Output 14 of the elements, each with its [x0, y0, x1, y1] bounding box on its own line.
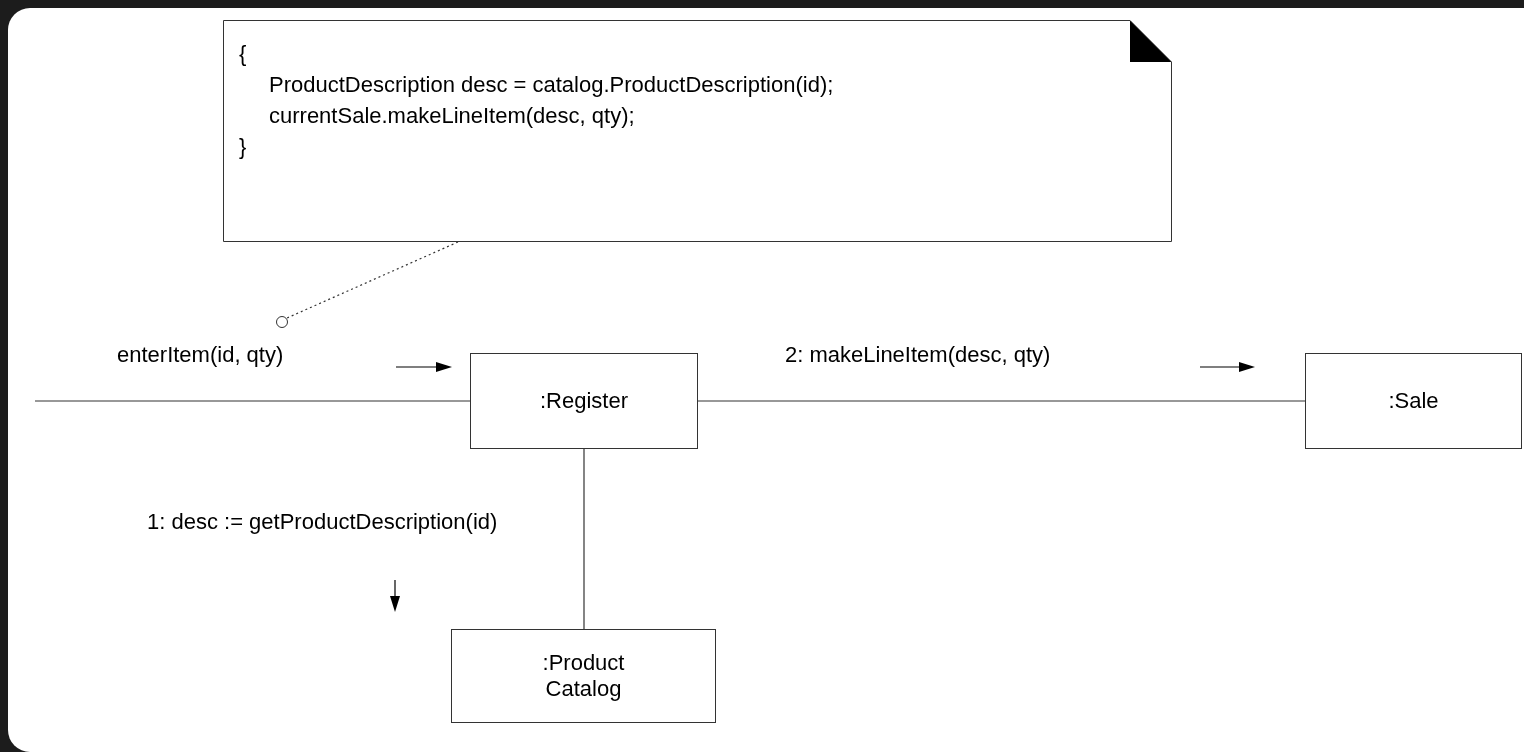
object-box: [451, 629, 716, 723]
dotted-connector: [286, 241, 459, 319]
code-line: ProductDescription desc = catalog.ProductDescription(id);: [269, 71, 834, 99]
code-line: currentSale.makeLineItem(desc, qty);: [269, 102, 635, 130]
object-box: [1305, 353, 1522, 449]
code-line: {: [239, 40, 247, 68]
link-line: [697, 400, 1306, 402]
link-line: [34, 400, 471, 402]
code-line: }: [239, 133, 247, 161]
object-name: :Sale: [1388, 388, 1439, 414]
object-box: [470, 353, 698, 449]
link-line: [583, 448, 585, 630]
object-name: :Product Catalog: [541, 650, 626, 702]
object-name: :Register: [539, 388, 628, 414]
